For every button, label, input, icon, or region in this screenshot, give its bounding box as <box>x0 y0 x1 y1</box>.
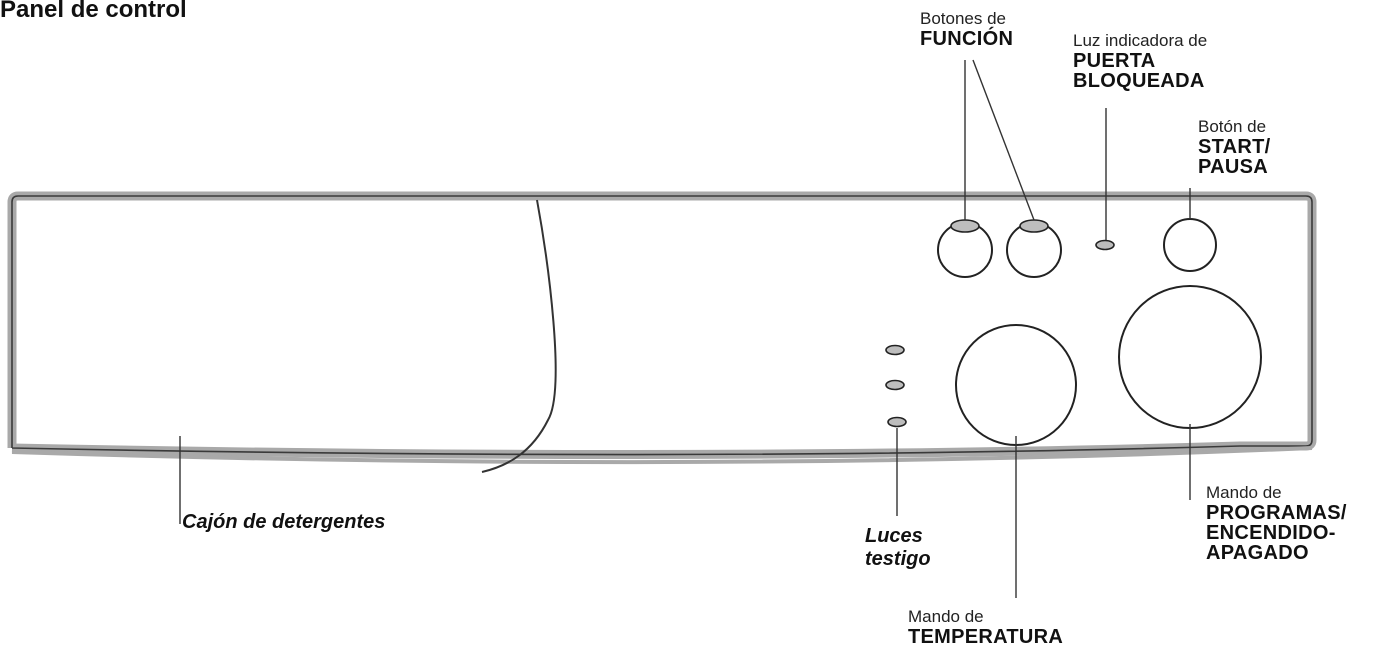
detergent-drawer-seam <box>481 199 557 473</box>
label-start-pause-line3: PAUSA <box>1198 156 1269 178</box>
function-button-left-led <box>950 219 980 233</box>
label-door-locked-line1: Luz indicadora de <box>1073 31 1208 50</box>
label-programs-knob-line3: ENCENDIDO- <box>1206 522 1336 544</box>
label-programs-knob-line4: APAGADO <box>1206 542 1309 564</box>
label-indicator-lights: Luces testigo <box>865 526 931 569</box>
label-indicator-lights-line2: testigo <box>865 548 931 570</box>
label-door-locked-line3: BLOQUEADA <box>1073 70 1205 92</box>
label-programs-knob-line1: Mando de <box>1206 483 1282 502</box>
label-temperature-knob: Mando de TEMPERATURA <box>908 608 1063 647</box>
panel-outline <box>11 195 1313 456</box>
programs-knob[interactable] <box>1118 285 1262 429</box>
indicator-light-2 <box>885 379 905 391</box>
label-detergent-drawer: Cajón de detergentes <box>182 512 385 532</box>
page-title: Panel de control <box>0 0 187 23</box>
label-function-buttons-line1: Botones de <box>920 9 1007 28</box>
label-temperature-knob-line1: Mando de <box>908 607 984 626</box>
label-door-locked: Luz indicadora de PUERTA BLOQUEADA <box>1073 32 1207 91</box>
indicator-light-1 <box>885 344 905 356</box>
door-locked-indicator-light <box>1095 239 1115 251</box>
label-indicator-lights-line1: Luces <box>865 525 923 547</box>
label-programs-knob: Mando de PROGRAMAS/ ENCENDIDO- APAGADO <box>1206 484 1347 563</box>
label-function-buttons: Botones de FUNCIÓN <box>920 10 1013 49</box>
label-start-pause-line2: START/ <box>1198 136 1271 158</box>
label-programs-knob-line2: PROGRAMAS/ <box>1206 502 1347 524</box>
panel-lower-lip <box>11 446 1313 465</box>
label-function-buttons-line2: FUNCIÓN <box>920 28 1014 50</box>
leader-function-right <box>972 59 1035 221</box>
label-detergent-drawer-line1: Cajón de detergentes <box>182 511 386 533</box>
label-start-pause-line1: Botón de <box>1198 117 1267 136</box>
label-start-pause: Botón de START/ PAUSA <box>1198 118 1271 177</box>
panel-outline-edge <box>7 191 1317 460</box>
indicator-light-3 <box>887 416 907 428</box>
label-door-locked-line2: PUERTA <box>1073 50 1156 72</box>
function-button-right-led <box>1019 219 1049 233</box>
label-temperature-knob-line2: TEMPERATURA <box>908 626 1064 648</box>
temperature-knob[interactable] <box>955 324 1077 446</box>
start-pause-button[interactable] <box>1163 218 1217 272</box>
